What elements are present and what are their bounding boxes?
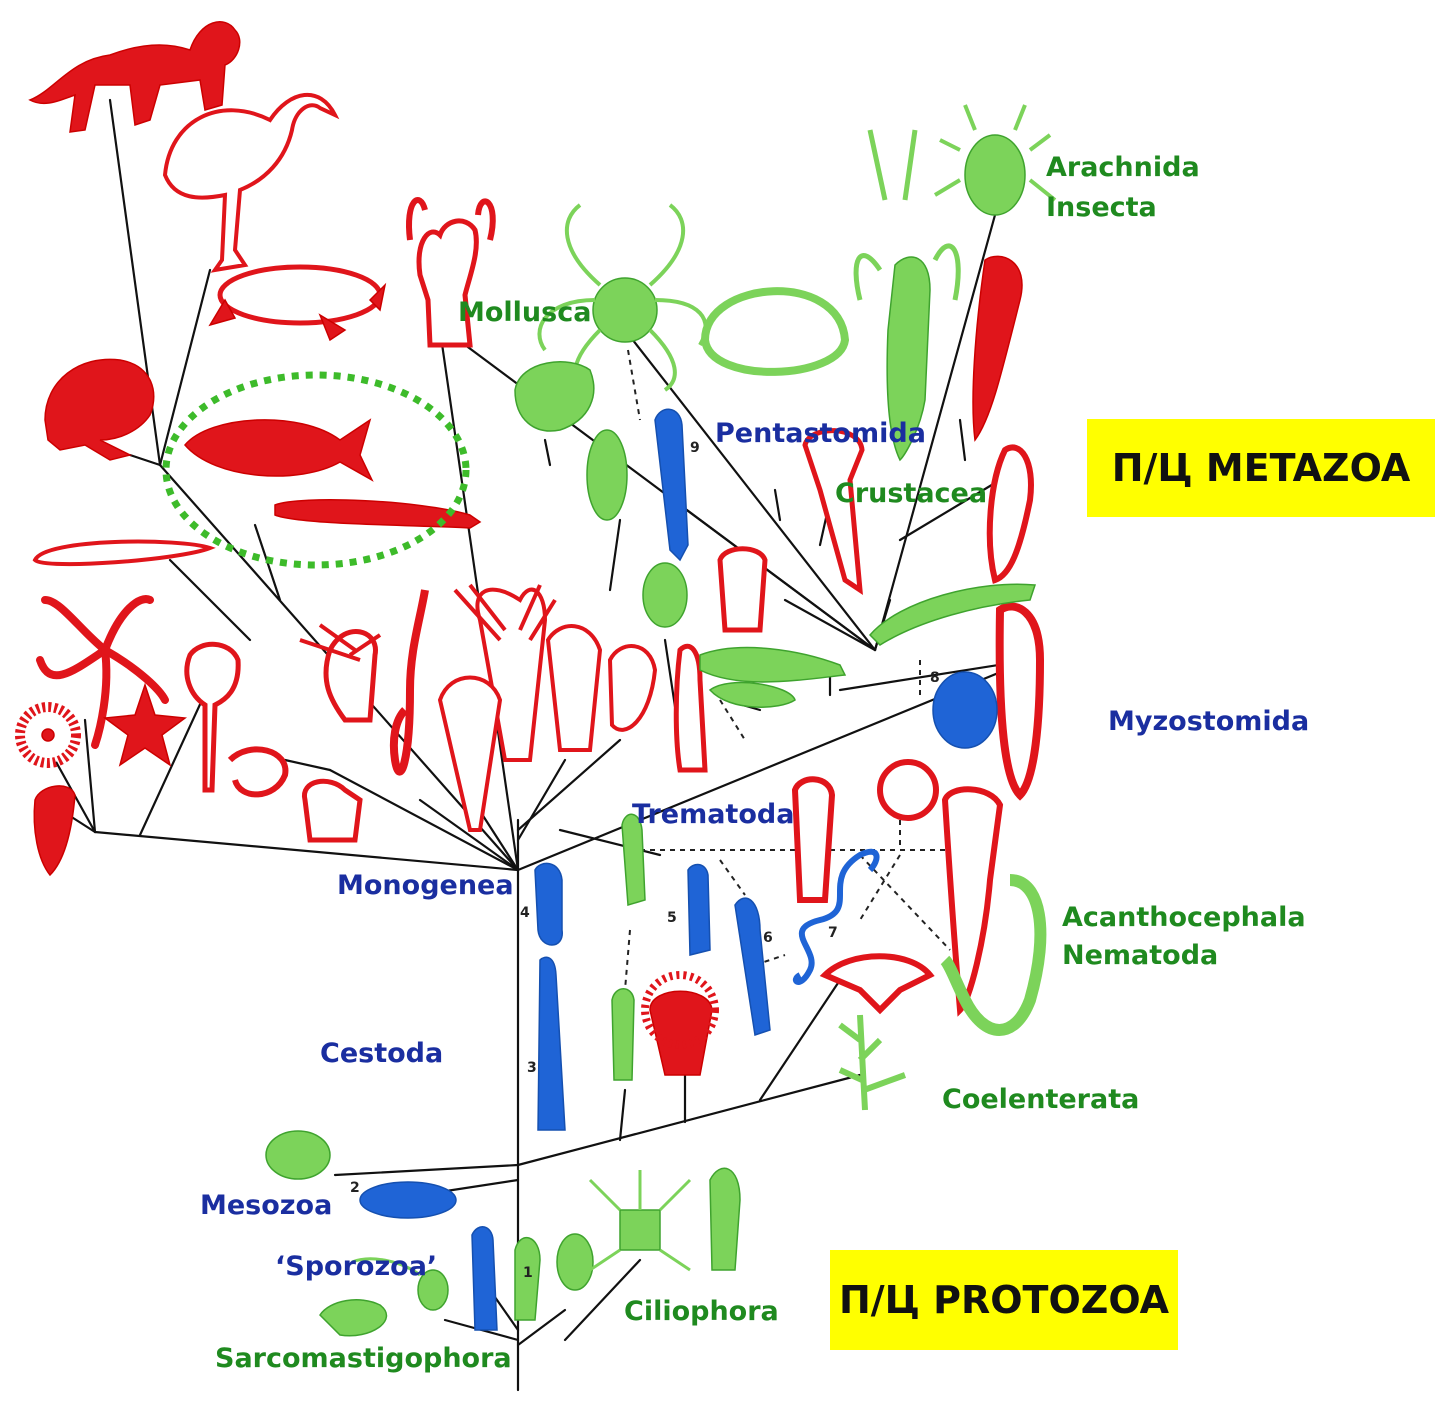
mesozoa-blue-figure [360,1182,456,1218]
turbellaria-figure [612,989,634,1080]
myzostomid-figure [933,672,997,748]
lophophorate-figures [440,585,655,830]
label-sarcomastigophora: Sarcomastigophora [215,1343,512,1375]
label-crustacea: Crustacea [835,478,987,510]
paramecium-figure [710,1168,740,1270]
label-pentastomida: Pentastomida [715,418,926,450]
marker-9: 9 [690,440,700,456]
phoronid-figure [394,590,425,772]
tree-branches [45,100,1030,1390]
aspidogaster-figure [735,898,770,1035]
heron-figure [165,95,335,270]
label-nematoda: Nematoda [1062,940,1218,972]
snail-figure [515,362,594,431]
fish-figure [185,420,372,480]
label-monogenea: Monogenea [337,870,514,902]
marker-2: 2 [350,1180,360,1196]
hydroid-figure [840,1015,905,1110]
label-sporozoa: ‘Sporozoa’ [275,1251,437,1283]
marker-5: 5 [667,910,677,926]
centipede-figure [973,256,1022,440]
ctenophore-figure [825,956,930,1010]
starfish-figure [105,685,185,765]
protozoa-banner: П/Ц PROTOZOA [830,1250,1178,1350]
rotifer-figure [880,762,936,818]
marker-7: 7 [828,925,838,941]
label-cestoda: Cestoda [320,1038,443,1070]
label-arachnida: Arachnida [1046,152,1200,184]
heliozoan-figure [620,1210,660,1250]
tardigrade-figure [720,549,765,630]
monogenean-figure [535,863,562,945]
marker-6: 6 [763,930,773,946]
label-coelenterata: Coelenterata [942,1084,1139,1116]
bivalve-figure [587,430,627,520]
label-trematoda: Trematoda [632,799,794,831]
label-mollusca: Mollusca [458,297,591,329]
tongue-worm-figure [805,431,862,590]
beetle-figure [965,135,1025,215]
spider-figure [593,278,657,342]
marker-4: 4 [520,905,530,921]
annelid-figure [1000,607,1040,795]
pentastomid-figure [655,409,688,560]
cestode-figure [538,957,565,1130]
acanthocephalan-figure [795,779,832,900]
metazoa-banner: П/Ц METAZOA [1087,419,1435,517]
gregarine-figure [472,1227,497,1330]
label-acanthocephala: Acanthocephala [1062,902,1306,934]
turtle-figure [220,267,380,323]
amoeba-figure [320,1300,386,1336]
mesozoan-figure [266,1131,330,1179]
crab-figure [705,291,845,372]
marker-1: 1 [523,1265,533,1281]
marker-8: 8 [930,670,940,686]
frog-figure [45,359,154,460]
tube-worm-figure [304,781,360,840]
sea-anemone-figure [650,991,712,1075]
label-myzostomida: Myzostomida [1108,706,1309,738]
nemertine-figure [700,648,845,682]
label-mesozoa: Mesozoa [200,1190,332,1222]
turbellarian-figure [643,563,687,627]
label-insecta: Insecta [1046,192,1157,224]
marker-3: 3 [527,1060,537,1076]
sea-cucumber-figure [34,786,75,875]
polychaete-figure [990,447,1031,580]
red-animal-figures [20,22,1040,1075]
acorn-worm-figure [230,749,285,794]
ciliate-oval-figure [557,1234,593,1290]
label-ciliophora: Ciliophora [624,1296,779,1328]
trematode-blue-figure [688,865,710,955]
lancelet-figure [35,542,210,565]
